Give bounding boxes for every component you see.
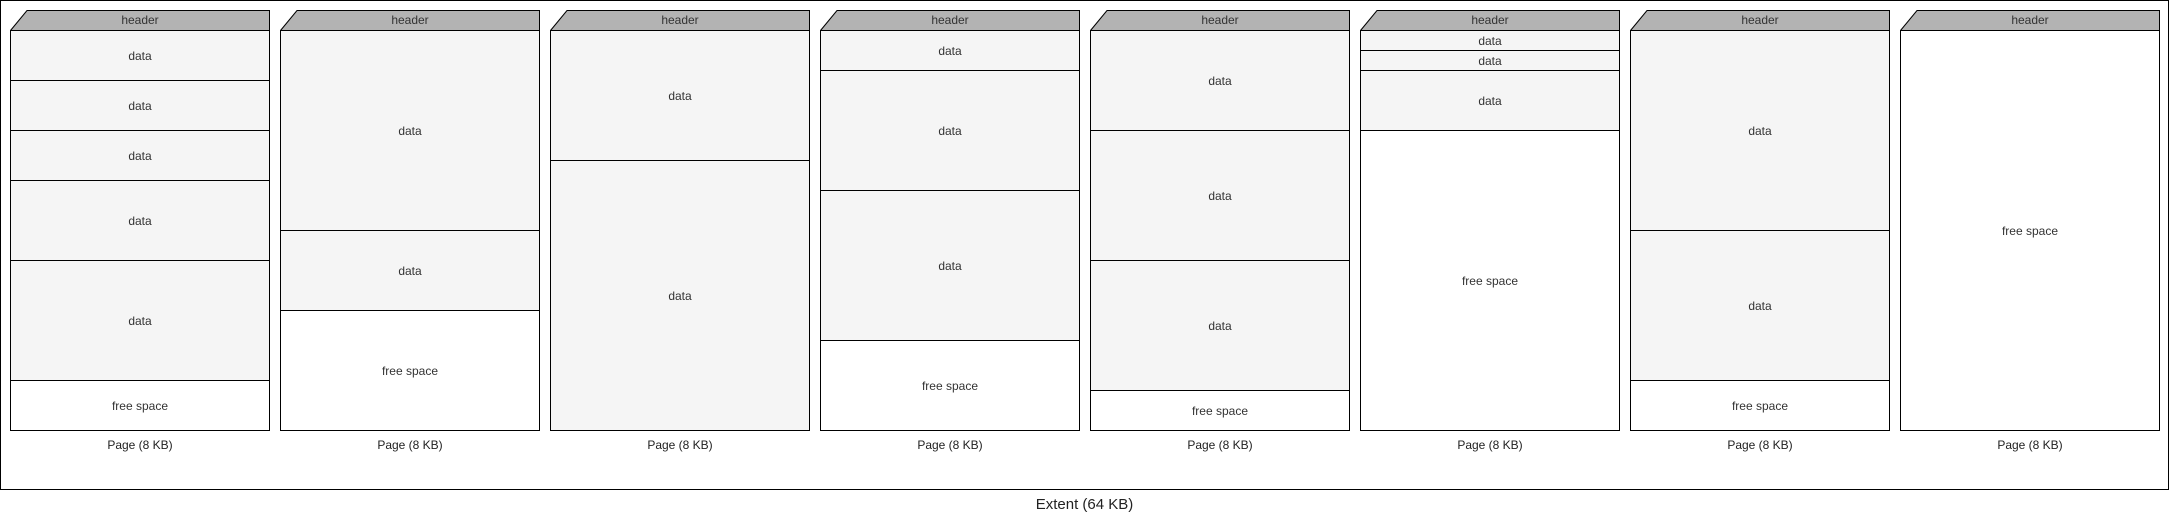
segment-label: data <box>938 258 962 273</box>
segment-label: data <box>128 148 152 163</box>
free-space-block: free space <box>1630 380 1890 431</box>
data-block: data <box>1630 230 1890 381</box>
page-header: header <box>1360 10 1620 31</box>
segment-label: free space <box>1191 403 1249 418</box>
data-block: data <box>10 130 270 181</box>
page-header-label: header <box>121 13 159 27</box>
free-space-block: free space <box>820 340 1080 431</box>
segment-label: free space <box>921 378 979 393</box>
page-label: Page (8 KB) <box>647 438 713 452</box>
free-space-block: free space <box>1090 390 1350 431</box>
page-header-label: header <box>2011 13 2049 27</box>
data-block: data <box>1090 260 1350 391</box>
page-header: header <box>1630 10 1890 31</box>
data-block: data <box>1090 30 1350 131</box>
page-header-label: header <box>661 13 699 27</box>
data-block: data <box>820 190 1080 341</box>
page-header-label: header <box>931 13 969 27</box>
page-label: Page (8 KB) <box>1187 438 1253 452</box>
data-block: data <box>10 30 270 81</box>
segment-label: data <box>128 213 152 228</box>
segment-label: data <box>1208 188 1232 203</box>
segment-label: data <box>398 263 422 278</box>
segment-label: data <box>128 313 152 328</box>
page-header: header <box>280 10 540 31</box>
segment-label: data <box>1748 298 1772 313</box>
data-block: data <box>1360 30 1620 51</box>
segment-label: data <box>938 123 962 138</box>
free-space-block: free space <box>10 380 270 431</box>
free-space-block: free space <box>1900 30 2160 431</box>
segment-label: free space <box>381 363 439 378</box>
segment-label: data <box>1748 123 1772 138</box>
data-block: data <box>10 180 270 261</box>
page-header: header <box>820 10 1080 31</box>
page-header: header <box>550 10 810 31</box>
data-block: data <box>1090 130 1350 261</box>
page-label: Page (8 KB) <box>1997 438 2063 452</box>
data-block: data <box>10 260 270 381</box>
segment-label: data <box>1478 33 1502 48</box>
extent-box <box>0 0 2169 490</box>
page-label: Page (8 KB) <box>917 438 983 452</box>
page-header-label: header <box>1201 13 1239 27</box>
segment-label: data <box>1478 53 1502 68</box>
data-block: data <box>820 30 1080 71</box>
segment-label: data <box>1208 73 1232 88</box>
page-header: header <box>1090 10 1350 31</box>
free-space-block: free space <box>280 310 540 431</box>
data-block: data <box>280 30 540 231</box>
segment-label: data <box>398 123 422 138</box>
data-block: data <box>10 80 270 131</box>
page-header: header <box>1900 10 2160 31</box>
segment-label: data <box>128 48 152 63</box>
data-block: data <box>1630 30 1890 231</box>
data-block: data <box>1360 50 1620 71</box>
data-block: data <box>1360 70 1620 131</box>
page-header-label: header <box>1741 13 1779 27</box>
segment-label: data <box>668 88 692 103</box>
segment-label: free space <box>2001 223 2059 238</box>
page-label: Page (8 KB) <box>107 438 173 452</box>
extent-label: Extent (64 KB) <box>1035 496 1134 513</box>
page-header-label: header <box>391 13 429 27</box>
data-block: data <box>820 70 1080 191</box>
segment-label: free space <box>111 398 169 413</box>
data-block: data <box>280 230 540 311</box>
segment-label: data <box>668 288 692 303</box>
data-block: data <box>550 30 810 161</box>
data-block: data <box>550 160 810 431</box>
page-header: header <box>10 10 270 31</box>
segment-label: free space <box>1461 273 1519 288</box>
segment-label: data <box>1478 93 1502 108</box>
segment-label: free space <box>1731 398 1789 413</box>
segment-label: data <box>128 98 152 113</box>
segment-label: data <box>1208 318 1232 333</box>
page-header-label: header <box>1471 13 1509 27</box>
free-space-block: free space <box>1360 130 1620 431</box>
page-label: Page (8 KB) <box>1727 438 1793 452</box>
page-label: Page (8 KB) <box>377 438 443 452</box>
segment-label: data <box>938 43 962 58</box>
page-label: Page (8 KB) <box>1457 438 1523 452</box>
